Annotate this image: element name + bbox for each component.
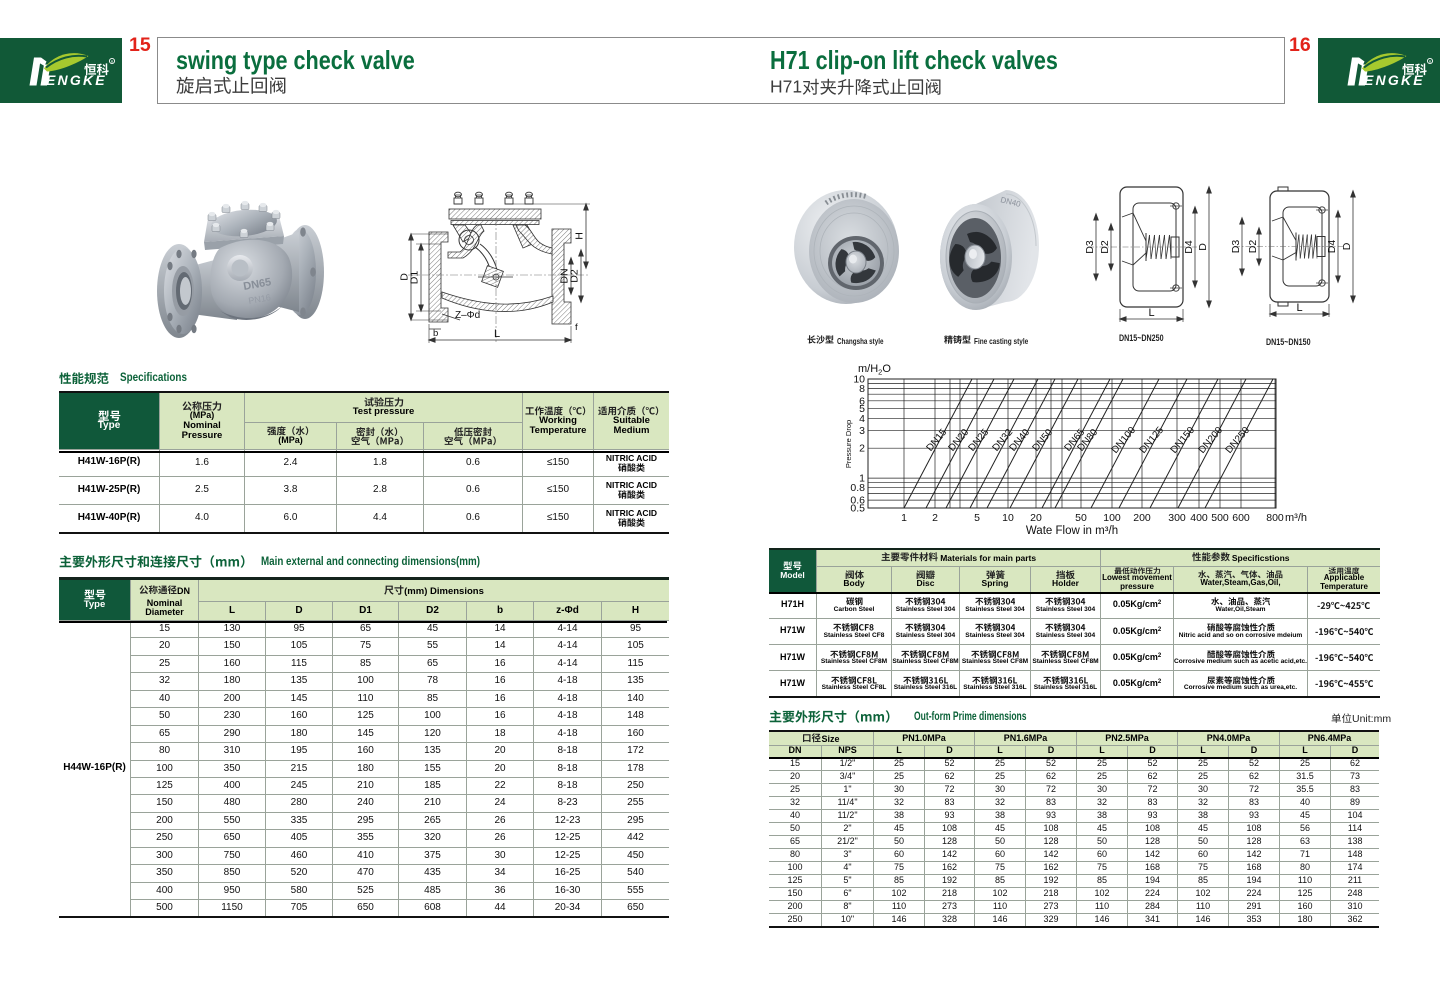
svg-text:D4: D4	[1183, 240, 1195, 254]
svg-text:L: L	[494, 328, 500, 340]
svg-text:D4: D4	[1326, 240, 1338, 254]
svg-text:20: 20	[1030, 512, 1042, 524]
svg-text:PN16: PN16	[248, 292, 272, 306]
svg-text:H: H	[574, 232, 586, 240]
svg-text:2: 2	[859, 443, 865, 455]
svg-text:DN150: DN150	[1169, 425, 1198, 456]
svg-text:5: 5	[859, 403, 865, 415]
svg-text:R: R	[1429, 60, 1432, 64]
svg-text:200: 200	[1133, 512, 1151, 524]
svg-text:300: 300	[1168, 512, 1186, 524]
svg-text:D: D	[399, 273, 411, 281]
svg-text:Pressure Drop: Pressure Drop	[844, 420, 853, 468]
svg-text:1: 1	[901, 512, 907, 524]
svg-text:D: D	[1197, 243, 1209, 251]
svg-text:3: 3	[859, 425, 865, 437]
svg-text:1: 1	[859, 473, 865, 485]
svg-text:50: 50	[1075, 512, 1087, 524]
svg-text:600: 600	[1232, 512, 1250, 524]
svg-text:Z–Φd: Z–Φd	[455, 310, 480, 321]
svg-text:D3: D3	[1230, 240, 1242, 254]
svg-text:6: 6	[859, 395, 865, 407]
svg-text:10: 10	[1002, 512, 1014, 524]
svg-text:DN250: DN250	[1224, 425, 1253, 456]
svg-text:4: 4	[859, 413, 865, 425]
svg-text:100: 100	[1103, 512, 1121, 524]
svg-text:R: R	[111, 60, 114, 64]
svg-text:L: L	[1296, 302, 1302, 314]
svg-text:D1: D1	[409, 271, 421, 285]
svg-text:0.6: 0.6	[850, 495, 865, 507]
svg-text:b: b	[433, 328, 438, 339]
svg-text:f: f	[575, 322, 578, 333]
svg-text:DN: DN	[559, 268, 571, 283]
svg-text:0.8: 0.8	[850, 482, 865, 494]
svg-text:0.5: 0.5	[850, 503, 865, 515]
svg-text:Wate Flow in m³/h: Wate Flow in m³/h	[1026, 525, 1118, 537]
svg-text:D: D	[1341, 242, 1353, 250]
svg-text:DN200: DN200	[1197, 425, 1226, 456]
svg-text:D2: D2	[569, 269, 581, 283]
svg-text:10: 10	[853, 373, 865, 385]
svg-text:500: 500	[1211, 512, 1229, 524]
svg-text:800: 800	[1266, 512, 1284, 524]
svg-text:DN65: DN65	[242, 276, 272, 293]
svg-text:D2: D2	[1247, 240, 1259, 254]
svg-text:8: 8	[859, 383, 865, 395]
svg-text:DN100: DN100	[1110, 425, 1139, 456]
svg-text:400: 400	[1190, 512, 1208, 524]
svg-text:D3: D3	[1084, 240, 1096, 254]
svg-text:2: 2	[932, 512, 938, 524]
svg-text:5: 5	[974, 512, 980, 524]
svg-text:L: L	[1148, 307, 1154, 319]
svg-text:m³/h: m³/h	[1285, 512, 1307, 524]
svg-text:D2: D2	[1099, 240, 1111, 254]
svg-text:m/H2O: m/H2O	[858, 363, 891, 377]
